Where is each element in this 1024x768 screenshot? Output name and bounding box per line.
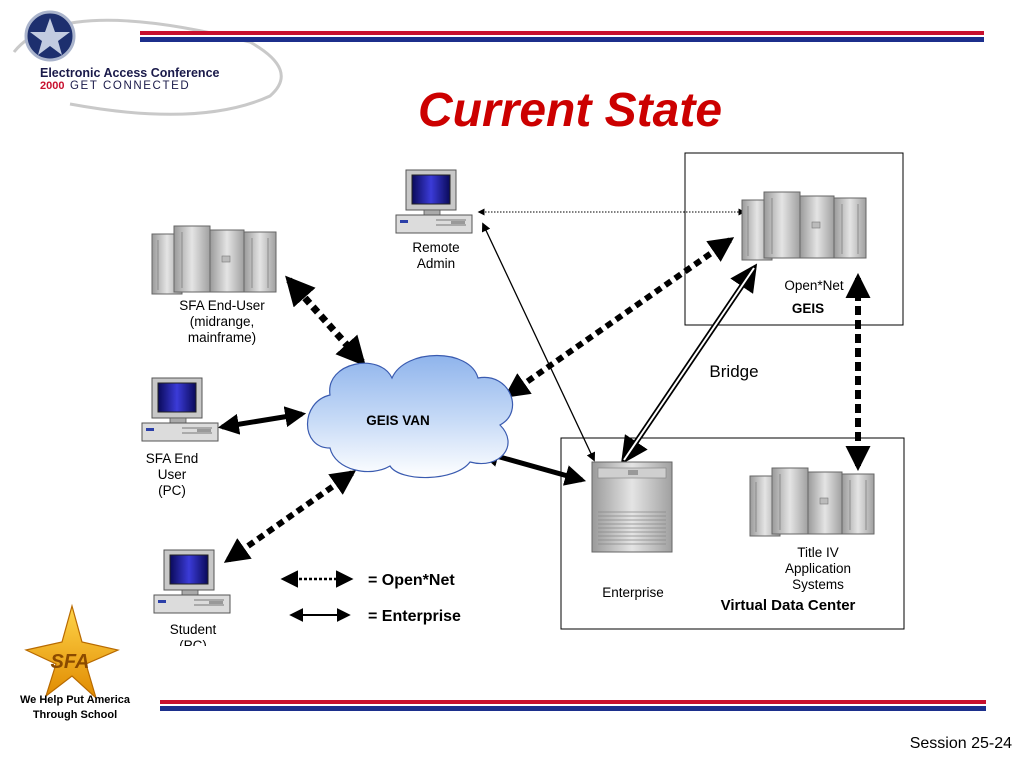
student-pc-node: Student (PC) (153, 549, 231, 653)
title-iv-node: Title IV Application Systems (749, 467, 875, 592)
remote-admin-label-1: Remote (412, 240, 459, 255)
sfa-enduser-pc-node: SFA End User (PC) (141, 377, 219, 498)
conference-year: 2000 (40, 80, 64, 92)
conference-logo: Electronic Access Conference 2000 GET CO… (12, 10, 283, 116)
session-number: Session 25-24 (910, 735, 1012, 752)
sfa-mainframe-label-3: mainframe) (188, 330, 256, 345)
geis-van-cloud: GEIS VAN (307, 354, 514, 479)
remote-admin-node: Remote Admin (395, 169, 473, 271)
sfa-pc-label-3: (PC) (158, 483, 186, 498)
vdc-label: Virtual Data Center (721, 597, 856, 614)
sfa-pc-label-1: SFA End (146, 451, 199, 466)
legend-opennet-label: = Open*Net (368, 572, 455, 589)
footer-rule (160, 700, 986, 711)
mainframe-icon (591, 461, 673, 553)
legend: = Open*Net = Enterprise (280, 570, 461, 625)
sfa-enduser-mainframe-node: SFA End-User (midrange, mainframe) (151, 225, 277, 345)
link-van-student (223, 470, 357, 563)
student-label-1: Student (170, 622, 217, 637)
enterprise-label: Enterprise (602, 585, 664, 600)
conference-name: Electronic Access Conference (40, 66, 220, 80)
conference-tagline: GET CONNECTED (70, 80, 190, 92)
link-sfa-mainframe-van (285, 275, 366, 367)
server-cluster-icon (741, 191, 867, 261)
link-bridge (620, 263, 758, 465)
pc-icon (141, 377, 219, 442)
opennet-node: Open*Net GEIS (741, 191, 867, 316)
bridge-label: Bridge (709, 362, 758, 381)
slogan-line-1: We Help Put America (20, 694, 131, 706)
sfa-mainframe-label-1: SFA End-User (179, 298, 265, 313)
enterprise-node: Enterprise (591, 461, 673, 600)
remote-admin-label-2: Admin (417, 256, 455, 271)
student-label-crop (140, 646, 240, 660)
star-icon (24, 603, 120, 700)
header-rule (140, 31, 984, 42)
geis-van-label: GEIS VAN (366, 413, 430, 428)
sfa-logo-text: SFA (51, 651, 90, 673)
title-iv-label-3: Systems (792, 577, 844, 592)
legend-enterprise-label: = Enterprise (368, 608, 461, 625)
opennet-label: Open*Net (784, 278, 844, 293)
link-van-opennet (503, 237, 735, 398)
pc-icon (153, 549, 231, 614)
link-sfa-pc-van (217, 406, 307, 435)
server-cluster-icon (151, 225, 277, 295)
slogan-line-2: Through School (33, 709, 117, 721)
server-cluster-icon (749, 467, 875, 537)
geis-label: GEIS (792, 301, 824, 316)
title-iv-label-1: Title IV (797, 545, 839, 560)
title-iv-label-2: Application (785, 561, 851, 576)
sfa-logo: SFA (24, 603, 120, 700)
link-admin-enterprise (481, 222, 596, 462)
pc-icon (395, 169, 473, 234)
slide-title: Current State (418, 84, 722, 137)
sfa-mainframe-label-2: (midrange, (190, 314, 255, 329)
sfa-pc-label-2: User (158, 467, 187, 482)
